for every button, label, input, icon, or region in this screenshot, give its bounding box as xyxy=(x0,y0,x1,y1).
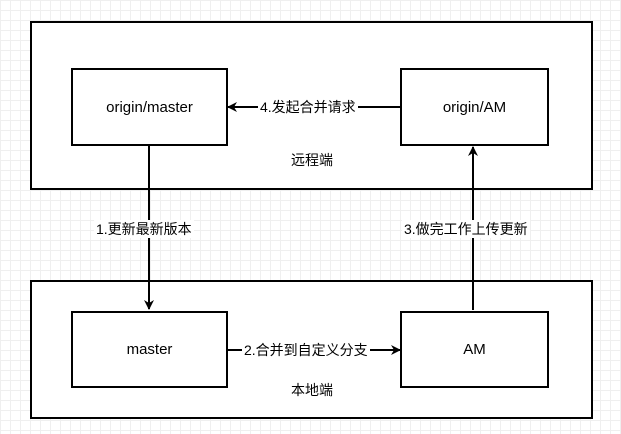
node-origin-am: origin/AM xyxy=(400,68,549,146)
node-master: master xyxy=(71,311,228,388)
edge-label-upload-update: 3.做完工作上传更新 xyxy=(402,220,530,238)
edge-label-merge-to-custom-branch: 2.合并到自定义分支 xyxy=(242,341,370,359)
edge-label-merge-request: 4.发起合并请求 xyxy=(258,98,358,116)
node-am: AM xyxy=(400,311,549,388)
edge-label-update-latest: 1.更新最新版本 xyxy=(94,220,194,238)
local-label: 本地端 xyxy=(291,382,333,398)
node-origin-master: origin/master xyxy=(71,68,228,146)
remote-label: 远程端 xyxy=(291,152,333,168)
